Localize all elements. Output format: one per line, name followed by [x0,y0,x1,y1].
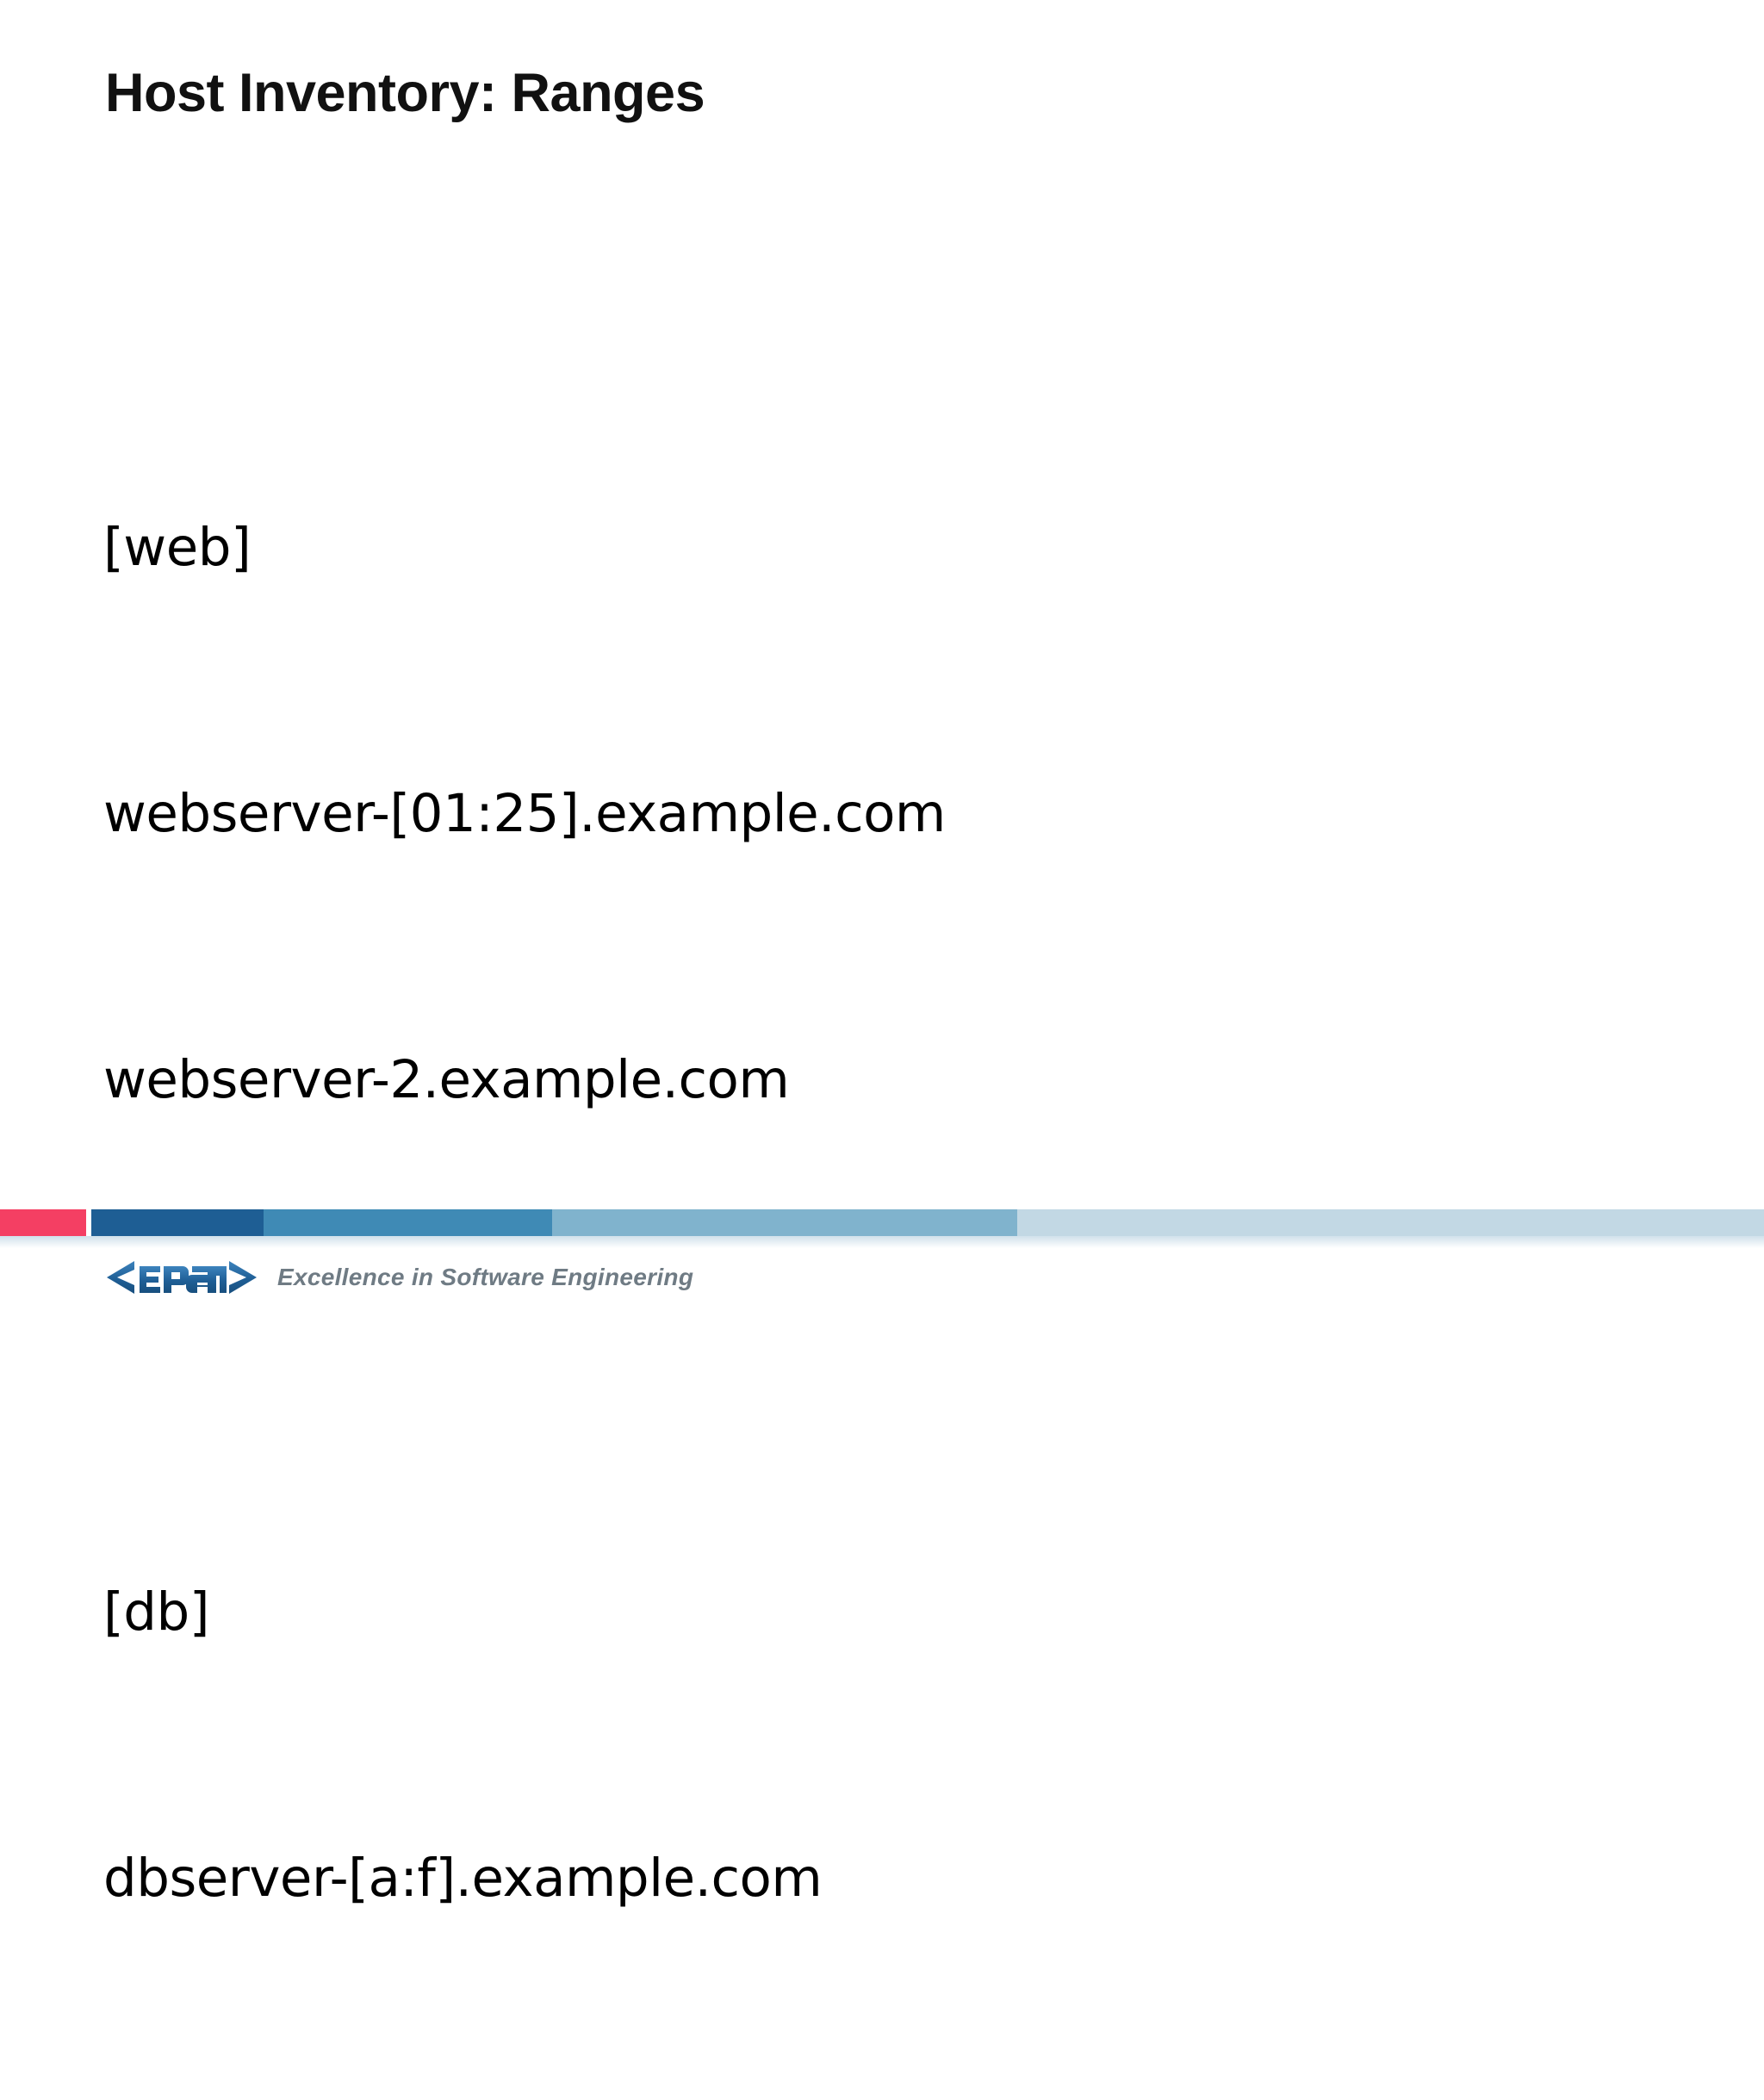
epam-tagline: Excellence in Software Engineering [277,1264,694,1290]
color-bar-segment-crimson [0,1209,86,1236]
color-bar-gap [86,1209,91,1236]
code-line-web-group: [web] [103,517,252,578]
footer-color-bar [0,1209,1764,1236]
code-line-webserver-range: webserver-[01:25].example.com [103,783,946,844]
page-title: Host Inventory: Ranges [105,63,705,123]
color-bar-segment-pale-blue [1017,1209,1764,1236]
slide-footer: Excellence in Software Engineering [0,1209,1764,1323]
color-bar-segment-dark-blue [91,1209,264,1236]
code-line-webserver-single: webserver-2.example.com [103,1049,790,1110]
code-line-db-group: [db] [103,1581,210,1643]
epam-logo: Excellence in Software Engineering [105,1258,693,1297]
color-bar-segment-medium-blue [264,1209,552,1236]
epam-wordmark-icon [105,1258,258,1297]
presentation-slide: Host Inventory: Ranges [web] webserver-[… [0,63,1764,1909]
color-bar-reflection [0,1236,1764,1248]
code-line-dbserver-range: dbserver-[a:f].example.com [103,1848,823,1909]
color-bar-segment-light-blue [552,1209,1017,1236]
